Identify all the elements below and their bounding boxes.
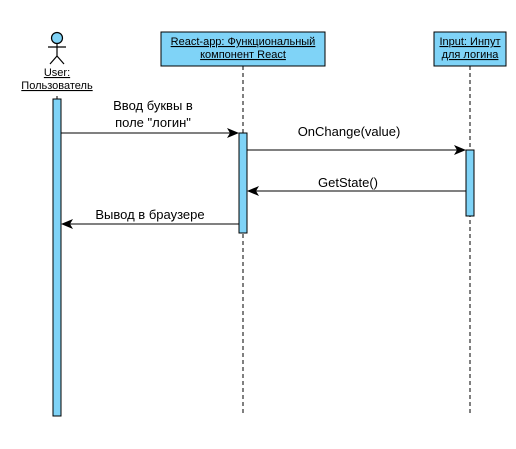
- actor-label-line1: User:: [44, 67, 70, 79]
- message-m2[interactable]: OnChange(value): [247, 124, 466, 155]
- stick-figure-icon: [48, 31, 66, 65]
- participant-react-box[interactable]: [160, 31, 326, 67]
- message-m4[interactable]: Вывод в браузере: [61, 207, 239, 229]
- participant-input[interactable]: Input: Инпут для логина: [433, 31, 507, 67]
- actor-label-line2: Пользователь: [21, 80, 93, 92]
- participant-react-label-line1: React-app: Функциональный: [171, 36, 316, 48]
- message-m1-label-line2: поле "логин": [115, 115, 191, 130]
- activation-user[interactable]: [52, 98, 62, 417]
- participant-react[interactable]: React-app: Функциональный компонент Reac…: [160, 31, 326, 67]
- participant-input-label-line1: Input: Инпут: [439, 36, 500, 48]
- participant-input-label-line2: для логина: [442, 49, 500, 61]
- message-m3-label-line1: GetState(): [318, 175, 378, 190]
- message-m3[interactable]: GetState(): [247, 175, 466, 196]
- participant-input-box[interactable]: [433, 31, 507, 67]
- actor-user: User: Пользователь: [21, 31, 93, 92]
- message-m1-label-line1: Ввод буквы в: [113, 98, 193, 113]
- message-m2-label-line1: OnChange(value): [298, 124, 401, 139]
- participant-react-label-line2: компонент React: [200, 49, 286, 61]
- message-m4-label-line1: Вывод в браузере: [95, 207, 204, 222]
- activation-input[interactable]: [465, 149, 475, 217]
- message-m1[interactable]: Ввод буквы в поле "логин": [61, 98, 239, 138]
- activation-react[interactable]: [238, 132, 248, 234]
